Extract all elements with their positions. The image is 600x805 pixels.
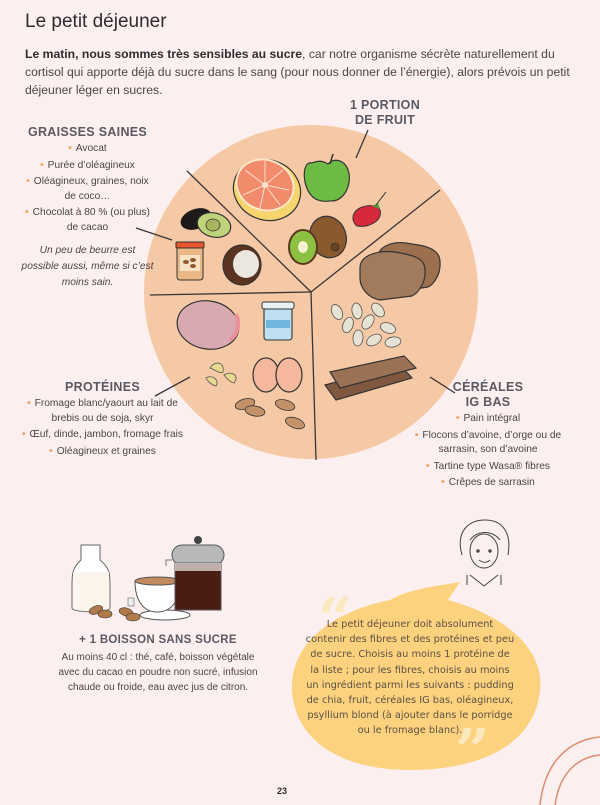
almond-icon <box>88 605 141 622</box>
page-number: 23 <box>277 786 288 796</box>
author-avatar-icon <box>459 519 510 587</box>
avocado-icon <box>180 208 232 238</box>
open-quote-icon: “ <box>318 585 353 655</box>
page-title: Le petit déjeuner <box>25 11 167 32</box>
fats-item: •Oléagineux, graines, noix de coco… <box>26 176 149 202</box>
drink-section: + 1 BOISSON SANS SUCRE Au moins 40 cl : … <box>52 633 264 695</box>
ham-icon <box>176 300 240 350</box>
strawberry-icon <box>352 191 387 227</box>
bullet-icon: • <box>441 477 445 488</box>
nut-butter-jar-icon <box>175 241 205 281</box>
kiwi-icon <box>288 215 347 265</box>
yogurt-icon <box>261 301 295 341</box>
apple-icon <box>303 153 350 202</box>
cereals-item: •Tartine type Wasa® fibres <box>426 460 550 472</box>
fats-section: GRAISSES SAINES •Avocat •Purée d’oléagin… <box>20 125 155 291</box>
intro-bold: Le matin, nous sommes très sensibles au … <box>25 47 303 61</box>
almond-icon <box>234 398 305 430</box>
fats-item: •Chocolat à 80 % (ou plus) de cacao <box>25 207 150 233</box>
speech-bubble-shape <box>291 582 541 770</box>
bullet-icon: • <box>455 413 460 424</box>
bullet-icon: • <box>21 429 26 440</box>
cashew-icon <box>205 362 237 387</box>
proteins-item: •Œuf, dinde, jambon, fromage frais <box>21 429 184 440</box>
fats-note: Un peu de beurre est possible aussi, mêm… <box>21 245 154 288</box>
proteins-section: PROTÉINES •Fromage blanc/yaourt au lait … <box>20 380 185 461</box>
speech-bubble-text: Le petit déjeuner doit absolument conten… <box>305 619 515 737</box>
proteins-item: •Fromage blanc/yaourt au lait de brebis … <box>27 398 178 424</box>
oat-flakes-icon <box>330 302 402 348</box>
tea-cup-icon <box>127 576 191 621</box>
bullet-icon: • <box>27 398 31 409</box>
bullet-icon: • <box>426 460 430 472</box>
fats-item: •Purée d’oléagineux <box>40 159 135 171</box>
drink-title: + 1 BOISSON SANS SUCRE <box>79 634 237 646</box>
bullet-icon: • <box>40 159 44 171</box>
fats-title: GRAISSES SAINES <box>27 125 148 139</box>
bullet-icon: • <box>26 176 30 187</box>
bullet-icon: • <box>25 207 29 218</box>
cereals-item: •Pain intégral <box>455 413 521 424</box>
bullet-icon: • <box>68 143 72 154</box>
french-press-icon <box>165 536 225 611</box>
coconut-icon <box>222 244 262 286</box>
bullet-icon: • <box>49 445 53 457</box>
milk-carafe-icon <box>71 544 111 613</box>
crispbread-icon <box>323 355 418 401</box>
eggs-icon <box>252 357 303 393</box>
close-quote-icon: ” <box>455 717 490 787</box>
decorative-arcs-icon <box>539 736 600 805</box>
proteins-item: •Oléagineux et graines <box>49 445 156 457</box>
drink-text: Au moins 40 cl : thé, café, boisson végé… <box>58 652 258 693</box>
intro-paragraph: Le matin, nous sommes très sensibles au … <box>25 45 580 99</box>
bread-icon <box>359 242 441 301</box>
intro-rest: , car notre organisme sécrète naturellem… <box>25 47 570 97</box>
grapefruit-icon <box>232 158 302 222</box>
cereals-item: •Crêpes de sarrasin <box>441 477 535 488</box>
fats-item: •Avocat <box>68 143 107 154</box>
cereals-item: •Flocons d’avoine, d’orge ou de sarrasin… <box>414 429 562 456</box>
bullet-icon: • <box>414 429 419 441</box>
proteins-title: PROTÉINES <box>65 380 140 394</box>
